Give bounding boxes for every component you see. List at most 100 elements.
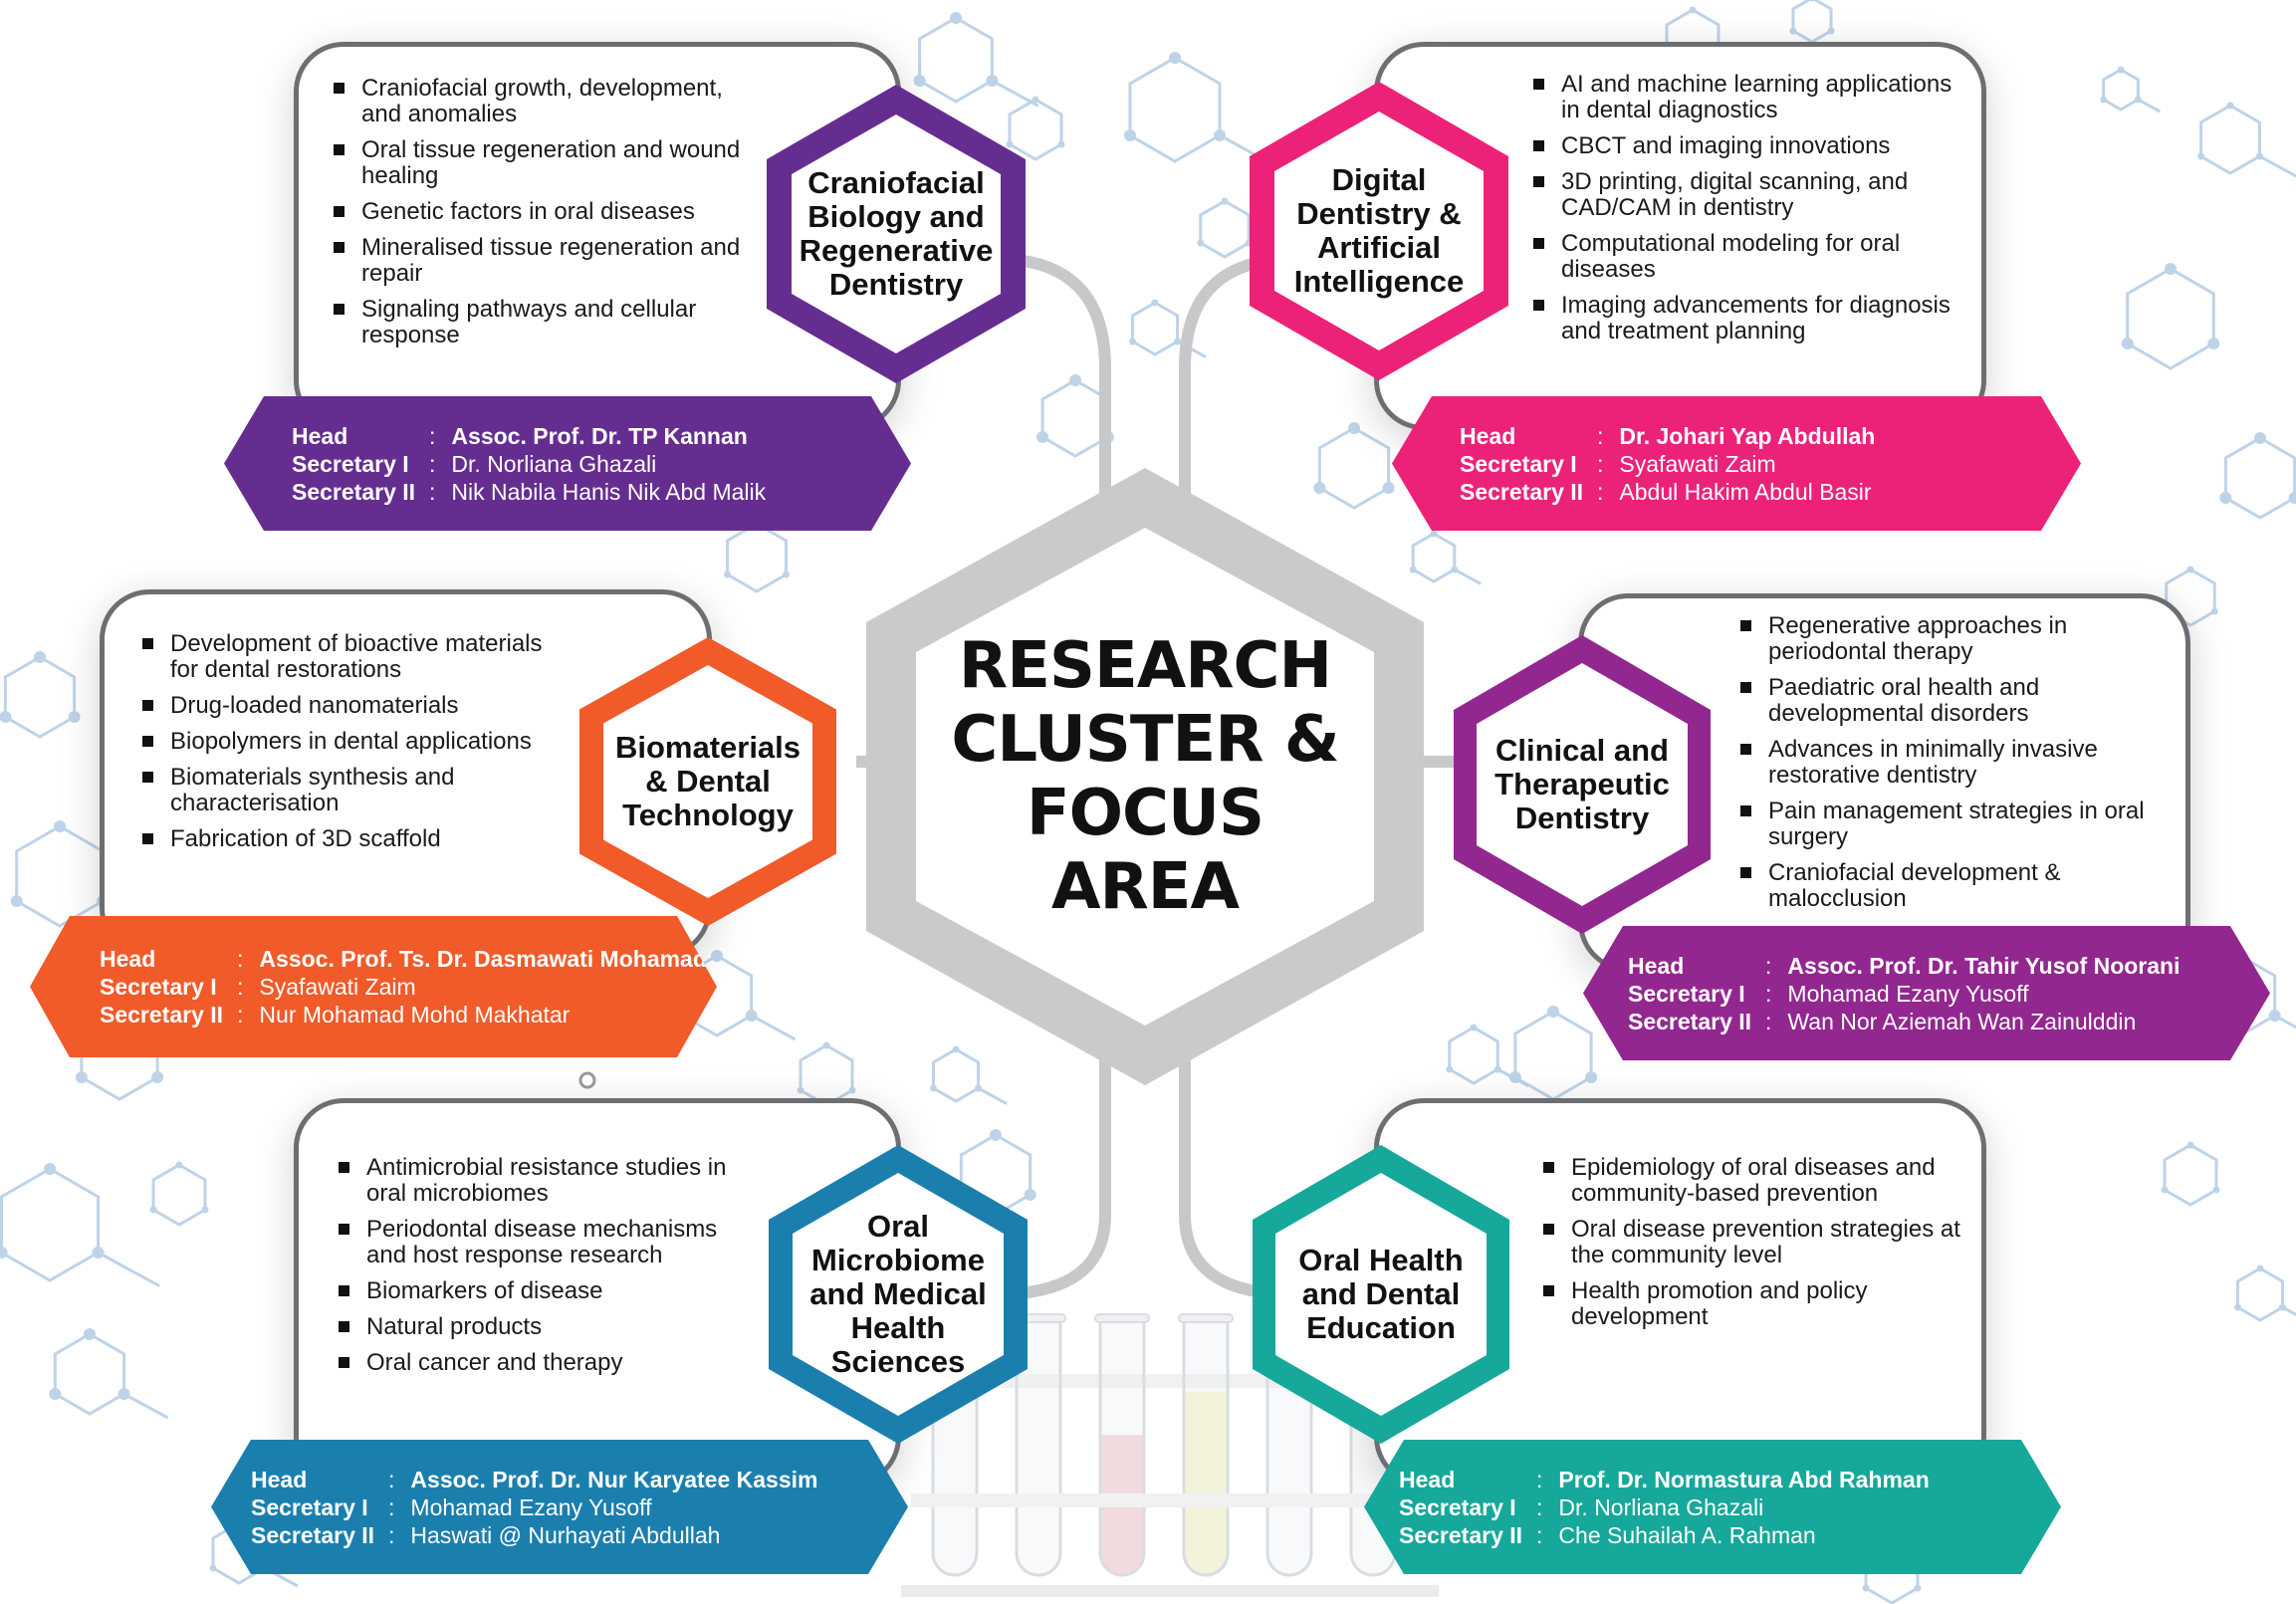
focus-item: Imaging advancements for diagnosis and t… xyxy=(1533,293,1971,344)
cluster-title-clinical: Clinical and Therapeutic Dentistry xyxy=(1494,733,1670,835)
bullet-icon xyxy=(1533,140,1544,151)
bullet-icon xyxy=(1740,805,1751,816)
focus-item-text: Craniofacial development & malocclusion xyxy=(1768,859,2061,912)
molecule-node xyxy=(2186,1141,2194,1149)
molecule-ring xyxy=(15,824,105,928)
focus-item-text: CBCT and imaging innovations xyxy=(1561,132,1891,159)
focus-list-craniofacial: Craniofacial growth, development, and an… xyxy=(334,76,742,358)
bullet-icon xyxy=(339,1224,349,1235)
molecule-node xyxy=(2121,338,2134,349)
focus-item-text: Regenerative approaches in periodontal t… xyxy=(1768,612,2068,665)
leadership-row-secretary1: Secretary I:Dr. Norliana Ghazali xyxy=(292,450,766,478)
cluster-title-oralhealth: Oral Health and Dental Education xyxy=(1298,1243,1464,1345)
molecule-node xyxy=(797,1086,804,1094)
molecule-node xyxy=(1006,140,1014,148)
colon-separator: : xyxy=(237,974,244,1000)
molecule-node xyxy=(44,1163,56,1175)
molecule-node xyxy=(68,711,81,723)
leadership-row-secretary2: Secretary II:Wan Nor Aziemah Wan Zainuld… xyxy=(1628,1008,2181,1035)
leadership-row-secretary2: Secretary II:Nur Mohamad Mohd Makhatar xyxy=(100,1001,707,1029)
leadership-table: Head:Assoc. Prof. Ts. Dr. Dasmawati Moha… xyxy=(100,945,707,1029)
leadership-table: Head:Assoc. Prof. Dr. Nur Karyatee Kassi… xyxy=(251,1466,817,1549)
molecule-node xyxy=(1862,1584,1870,1592)
focus-item-text: Biopolymers in dental applications xyxy=(170,728,532,755)
tube-liquid xyxy=(1184,1391,1228,1575)
focus-item: Genetic factors in oral diseases xyxy=(334,199,742,225)
molecule-node xyxy=(1057,140,1065,148)
person-name: Prof. Dr. Normastura Abd Rahman xyxy=(1558,1466,1930,1492)
molecule-node xyxy=(10,895,23,907)
tube-rim xyxy=(1094,1313,1150,1323)
focus-item-text: 3D printing, digital scanning, and CAD/C… xyxy=(1561,168,1909,221)
focus-item-text: Signaling pathways and cellular response xyxy=(361,296,697,348)
molecule-ring xyxy=(2235,1266,2285,1322)
molecule-node xyxy=(1689,6,1697,14)
colon-separator: : xyxy=(1536,1466,1543,1492)
person-name: Assoc. Prof. Dr. Nur Karyatee Kassim xyxy=(410,1466,818,1492)
molecule-node xyxy=(1430,530,1438,538)
leadership-banner-biomaterials: Head:Assoc. Prof. Ts. Dr. Dasmawati Moha… xyxy=(30,916,717,1057)
molecule-node xyxy=(2165,263,2177,275)
focus-item-text: Oral disease prevention strategies at th… xyxy=(1571,1216,1960,1268)
leadership-row-secretary1: Secretary I:Mohamad Ezany Yusoff xyxy=(251,1493,817,1521)
colon-separator: : xyxy=(429,450,436,477)
focus-item-text: Biomaterials synthesis and characterisat… xyxy=(170,764,455,816)
focus-item-text: Development of bioactive materials for d… xyxy=(170,630,543,683)
leadership-table: Head:Assoc. Prof. Dr. Tahir Yusof Nooran… xyxy=(1628,952,2181,1035)
molecule-node xyxy=(782,571,790,578)
bullet-icon xyxy=(339,1162,349,1173)
colon-separator: : xyxy=(1597,422,1604,449)
focus-item: Mineralised tissue regeneration and repa… xyxy=(334,235,742,287)
bullet-icon xyxy=(334,304,344,315)
molecule-node xyxy=(1036,431,1049,443)
person-name: Mohamad Ezany Yusoff xyxy=(1787,980,2029,1007)
molecule-node xyxy=(1024,1189,1036,1201)
molecule-node xyxy=(913,75,926,87)
molecule-node xyxy=(1151,299,1159,307)
leadership-row-secretary2: Secretary II:Nik Nabila Hanis Nik Abd Ma… xyxy=(292,478,766,506)
bullet-icon xyxy=(1543,1224,1554,1235)
role-label: Secretary I xyxy=(100,974,217,1000)
colon-separator: : xyxy=(429,478,436,505)
molecule-node xyxy=(711,950,723,962)
person-name: Assoc. Prof. Dr. TP Kannan xyxy=(451,422,748,449)
focus-item: Drug-loaded nanomaterials xyxy=(142,693,561,719)
molecule-ring xyxy=(1411,532,1457,583)
molecule-node xyxy=(950,12,962,24)
molecule-bond xyxy=(2281,1305,2296,1317)
molecule-bond xyxy=(2137,98,2162,114)
molecule-node xyxy=(2210,607,2218,615)
bullet-icon xyxy=(142,772,153,783)
role-label: Head xyxy=(1399,1466,1456,1492)
small-ring-icon xyxy=(578,1071,596,1089)
molecule-node xyxy=(2197,152,2205,160)
test-tube xyxy=(1098,1320,1146,1577)
person-name: Dr. Norliana Ghazali xyxy=(451,450,657,477)
focus-item: Periodontal disease mechanisms and host … xyxy=(339,1217,757,1268)
role-label: Secretary I xyxy=(251,1493,368,1520)
molecule-node xyxy=(2212,1186,2220,1194)
focus-item: Oral tissue regeneration and wound heali… xyxy=(334,137,742,189)
bullet-icon xyxy=(142,638,153,649)
focus-item-text: Antimicrobial resistance studies in oral… xyxy=(366,1154,727,1207)
person-name: Mohamad Ezany Yusoff xyxy=(410,1493,652,1520)
bullet-icon xyxy=(1740,682,1751,693)
role-label: Secretary I xyxy=(1399,1493,1516,1520)
leadership-row-secretary1: Secretary I:Mohamad Ezany Yusoff xyxy=(1628,980,2181,1008)
focus-item-text: Epidemiology of oral diseases and commun… xyxy=(1571,1154,1936,1207)
focus-item-text: Oral cancer and therapy xyxy=(366,1349,623,1376)
molecule-bond xyxy=(97,1251,160,1287)
person-name: Che Suhailah A. Rahman xyxy=(1558,1521,1816,1548)
rack-base xyxy=(901,1585,1439,1597)
focus-item-text: Natural products xyxy=(366,1313,543,1340)
bullet-icon xyxy=(1740,867,1751,878)
focus-item: Natural products xyxy=(339,1314,757,1340)
molecule-node xyxy=(1197,239,1205,247)
focus-item: AI and machine learning applications in … xyxy=(1533,72,1971,123)
focus-item-text: Drug-loaded nanomaterials xyxy=(170,692,459,719)
leadership-banner-microbiome: Head:Assoc. Prof. Dr. Nur Karyatee Kassi… xyxy=(211,1440,908,1574)
